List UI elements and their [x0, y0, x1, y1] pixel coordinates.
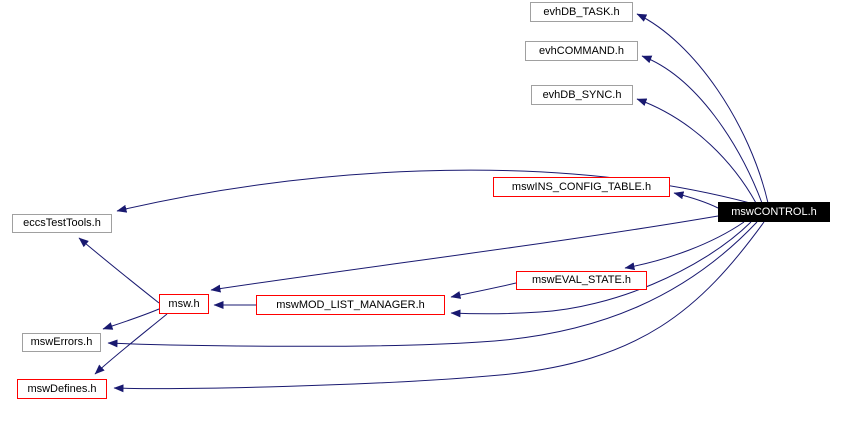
edge-mswCONTROL-to-evhDB_TASK: [636, 13, 769, 204]
node-mswErrors[interactable]: mswErrors.h: [22, 333, 101, 352]
node-mswEVAL_STATE[interactable]: mswEVAL_STATE.h: [516, 271, 647, 290]
edge-mswCONTROL-to-evhDB_SYNC: [636, 98, 757, 204]
edge-msw-to-eccsTestTools: [78, 237, 160, 304]
edge-mswCONTROL-to-mswDefines: [113, 221, 765, 393]
edge-mswCONTROL-to-mswErrors: [107, 221, 758, 348]
node-msw[interactable]: msw.h: [159, 294, 209, 314]
node-mswINS_CONFIG_TABLE[interactable]: mswINS_CONFIG_TABLE.h: [493, 177, 670, 197]
edge-msw-to-mswDefines: [94, 313, 168, 375]
node-mswCONTROL: mswCONTROL.h: [718, 202, 830, 222]
edge-mswCONTROL-to-msw: [210, 215, 719, 293]
edge-mswCONTROL-to-mswMOD_LIST_MANAGER: [450, 221, 752, 318]
node-mswMOD_LIST_MANAGER[interactable]: mswMOD_LIST_MANAGER.h: [256, 295, 445, 315]
edge-mswCONTROL-to-mswEVAL_STATE: [624, 221, 745, 271]
node-eccsTestTools[interactable]: eccsTestTools.h: [12, 214, 112, 233]
edge-mswCONTROL-to-mswINS_CONFIG_TABLE: [673, 191, 719, 209]
edge-msw-to-mswErrors: [102, 308, 160, 330]
node-mswDefines[interactable]: mswDefines.h: [17, 379, 107, 399]
node-evhDB_TASK[interactable]: evhDB_TASK.h: [530, 2, 633, 22]
node-evhCOMMAND[interactable]: evhCOMMAND.h: [525, 41, 638, 61]
node-evhDB_SYNC[interactable]: evhDB_SYNC.h: [531, 85, 633, 105]
edge-mswEVAL_STATE-to-mswMOD_LIST_MANAGER: [450, 282, 517, 299]
edge-mswCONTROL-to-evhCOMMAND: [641, 55, 763, 204]
